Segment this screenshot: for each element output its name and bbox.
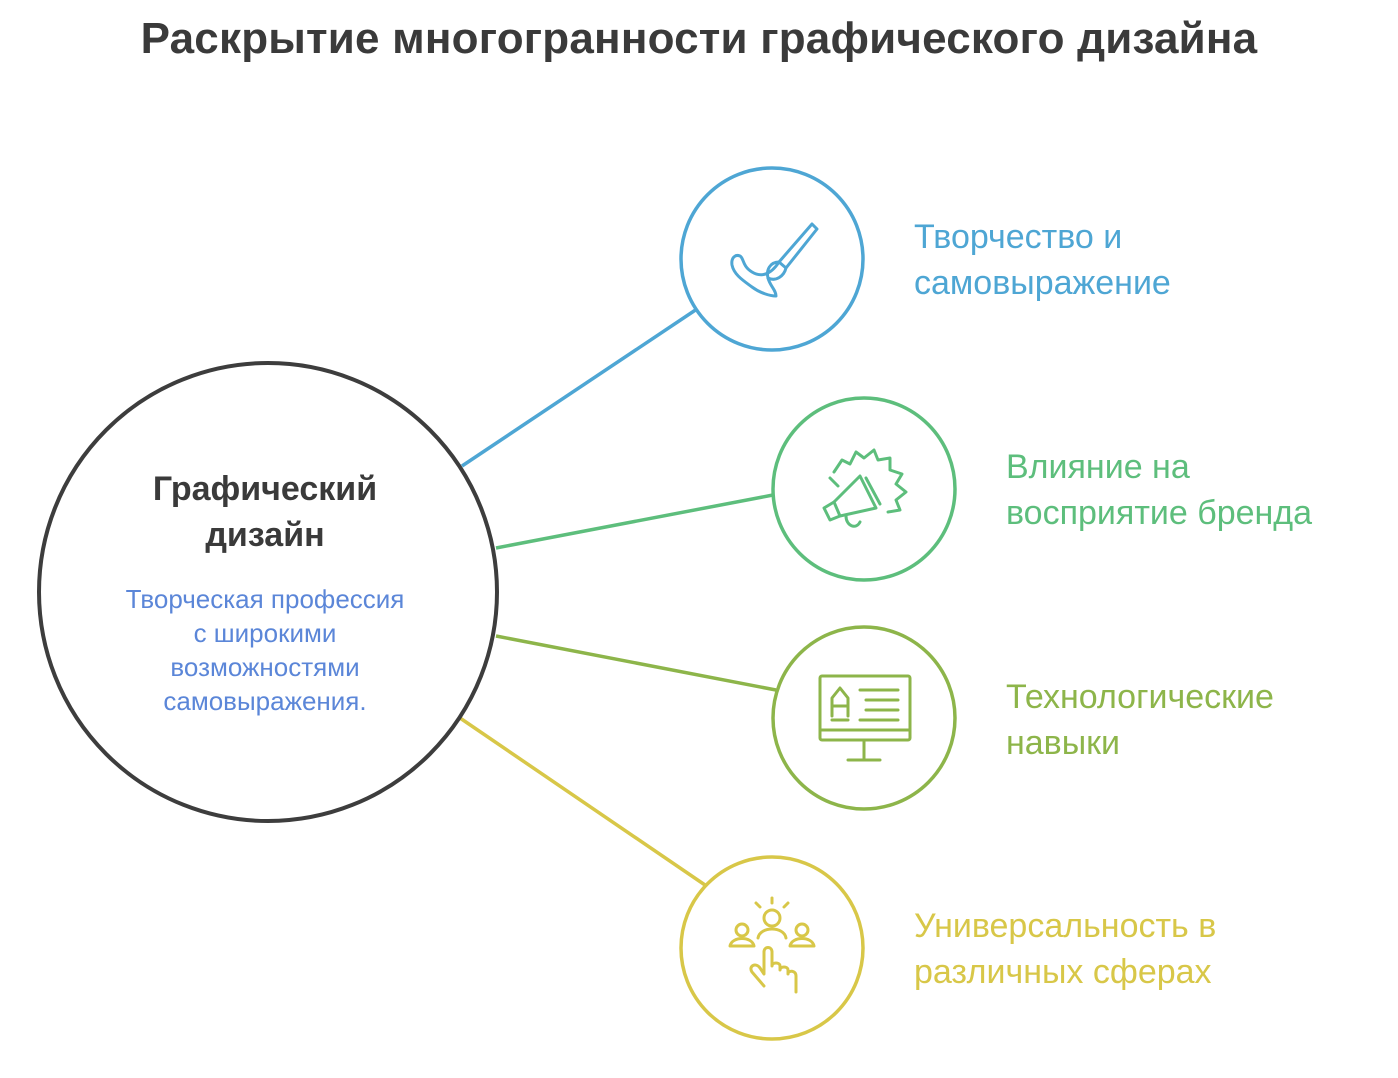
center-description-line: с широкими [193,618,337,648]
center-description-line: возможностями [170,652,360,682]
center-title-line: дизайн [205,516,325,554]
branch-label-line: восприятие бренда [1006,494,1313,532]
branch-label-line: навыки [1006,724,1121,762]
center-title: Графический дизайн [60,466,470,558]
connector-tech [495,634,777,692]
center-circle [37,361,499,823]
branch-label-line: Творчество и [914,218,1123,256]
paintbrush-icon [730,222,819,298]
branch-circle-creativity [679,166,865,352]
branch-label-line: различных сферах [914,953,1212,991]
connector-brand [495,493,774,550]
center-description-line: самовыражения. [163,686,367,716]
branch-label-versatility: Универсальность в различных сферах [914,903,1216,995]
branch-label-line: самовыражение [914,264,1171,302]
center-description: Творческая профессия с широкими возможно… [100,582,430,718]
branch-circle-tech [771,625,957,811]
center-description-line: Творческая профессия [125,584,405,614]
people-touch-icon [728,896,816,994]
branch-circle-brand [771,396,957,582]
connector-creativity [461,307,698,468]
branch-label-tech: Технологические навыки [1006,674,1274,766]
center-title-line: Графический [152,470,378,508]
megaphone-badge-icon [822,448,908,528]
branch-label-line: Технологические [1006,678,1274,716]
connector-versatility [459,716,706,887]
page-title: Раскрытие многогранности графического ди… [140,14,1258,63]
branch-label-line: Универсальность в [914,907,1217,945]
monitor-design-icon [818,674,912,762]
branch-label-creativity: Творчество и самовыражение [914,214,1171,306]
branch-label-brand: Влияние на восприятие бренда [1006,444,1312,536]
branch-label-line: Влияние на [1006,448,1190,486]
